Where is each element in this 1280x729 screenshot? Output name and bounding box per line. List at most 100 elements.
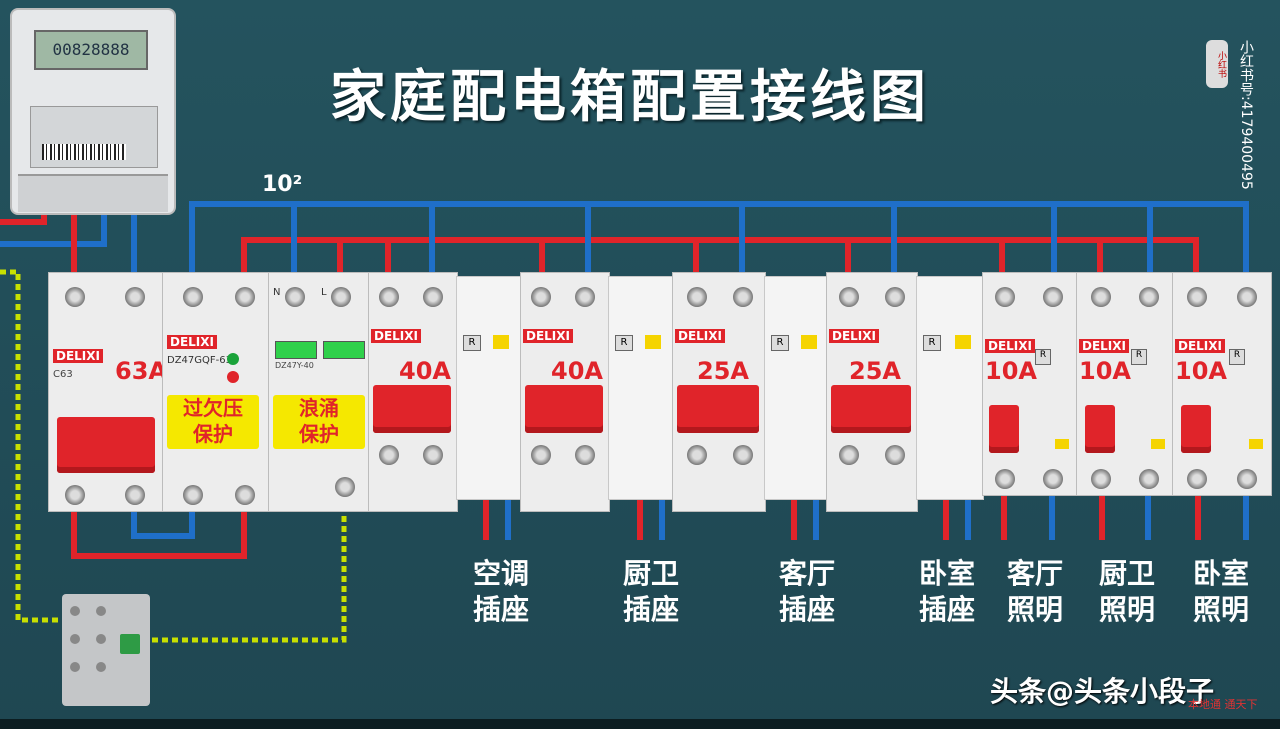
rcd-test-button[interactable]: R xyxy=(615,335,633,351)
meter-barcode xyxy=(42,144,126,160)
terminal xyxy=(839,287,859,307)
terminal-l-label: L xyxy=(321,287,327,298)
rcd-module: R xyxy=(764,276,828,500)
breaker-handle[interactable] xyxy=(677,385,759,433)
rating-label: 10A xyxy=(1079,357,1131,385)
rcd-module: R xyxy=(916,276,984,500)
label-line: 插座 xyxy=(778,593,835,626)
rcd-indicator xyxy=(1151,439,1165,449)
screw xyxy=(70,634,80,644)
circuit-label-aircon: 空调 插座 xyxy=(466,556,536,628)
breaker-40a-kitchen: DELIXI 40A xyxy=(520,272,610,512)
voltage-protector: DELIXI DZ47GQF-63 过欠压 保护 xyxy=(162,272,270,512)
label-line: 客厅 xyxy=(778,557,835,590)
label-line: 厨卫 xyxy=(622,557,679,590)
terminal xyxy=(331,287,351,307)
rcd-test-button[interactable]: R xyxy=(923,335,941,351)
rcd-test-button[interactable]: R xyxy=(1035,349,1051,365)
terminal xyxy=(423,287,443,307)
brand-logo: DELIXI xyxy=(371,329,421,343)
meter-display: 00828888 xyxy=(34,30,148,70)
rcd-indicator xyxy=(493,335,509,349)
terminal xyxy=(687,287,707,307)
rcd-test-button[interactable]: R xyxy=(463,335,481,351)
rcd-indicator xyxy=(955,335,971,349)
rcd-indicator xyxy=(1055,439,1069,449)
terminal xyxy=(531,287,551,307)
label-line: 照明 xyxy=(1006,593,1063,626)
breaker-handle[interactable] xyxy=(373,385,451,433)
breaker-handle[interactable] xyxy=(831,385,911,433)
account-id-text: 小红书号:4179400495 xyxy=(1238,40,1254,190)
breaker-handle[interactable] xyxy=(525,385,603,433)
label-line: 保护 xyxy=(193,422,233,446)
terminal xyxy=(1043,469,1063,489)
circuit-label-bedroom-socket: 卧室 插座 xyxy=(912,556,982,628)
terminal xyxy=(125,287,145,307)
rcd-test-button[interactable]: R xyxy=(1229,349,1245,365)
spd-window xyxy=(275,341,317,359)
circuit-label-living-light: 客厅 照明 xyxy=(1000,556,1070,628)
rcd-module: R xyxy=(608,276,674,500)
terminal xyxy=(1091,469,1111,489)
terminal xyxy=(733,445,753,465)
terminal xyxy=(379,287,399,307)
model-label: C63 xyxy=(53,369,73,380)
label-line: 照明 xyxy=(1098,593,1155,626)
spd-window xyxy=(323,341,365,359)
circuit-label-bedroom-light: 卧室 照明 xyxy=(1186,556,1256,628)
label-line: 插座 xyxy=(918,593,975,626)
label-line: 空调 xyxy=(472,557,529,590)
xiaohongshu-badge: 小红书 xyxy=(1206,40,1228,88)
screw xyxy=(96,634,106,644)
rating-label: 40A xyxy=(551,357,603,385)
rating-label: 25A xyxy=(849,357,901,385)
breaker-handle[interactable] xyxy=(1085,405,1115,453)
electricity-meter: 00828888 xyxy=(10,8,176,215)
rcd-test-button[interactable]: R xyxy=(771,335,789,351)
breaker-10a-kitchen-light: DELIXI R 10A xyxy=(1076,272,1174,496)
bottom-strip xyxy=(0,719,1280,729)
model-label: DZ47GQF-63 xyxy=(167,355,232,366)
terminal xyxy=(995,469,1015,489)
brand-logo: DELIXI xyxy=(985,339,1035,353)
terminal xyxy=(885,287,905,307)
breaker-25a-living: DELIXI 25A xyxy=(672,272,766,512)
brand-logo: DELIXI xyxy=(167,335,217,349)
terminal xyxy=(285,287,305,307)
screw xyxy=(96,662,106,672)
terminal xyxy=(1187,469,1207,489)
surge-protector: N L DZ47Y-40 浪涌 保护 xyxy=(268,272,370,512)
earth-busbar xyxy=(62,594,150,706)
breaker-handle[interactable] xyxy=(57,417,155,473)
rcd-indicator xyxy=(1249,439,1263,449)
breaker-40a-aircon: DELIXI 40A xyxy=(368,272,458,512)
terminal xyxy=(1043,287,1063,307)
terminal xyxy=(183,287,203,307)
earth-wire-spd xyxy=(110,486,347,643)
rcd-test-button[interactable]: R xyxy=(1131,349,1147,365)
terminal xyxy=(575,287,595,307)
breaker-handle[interactable] xyxy=(1181,405,1211,453)
label-line: 厨卫 xyxy=(1098,557,1155,590)
label-line: 插座 xyxy=(622,593,679,626)
earth-terminal xyxy=(335,477,355,497)
breaker-10a-bedroom-light: DELIXI R 10A xyxy=(1172,272,1272,496)
terminal xyxy=(235,287,255,307)
meter-nameplate xyxy=(30,106,158,168)
rating-label: 10A xyxy=(985,357,1037,385)
status-led-red xyxy=(227,371,239,383)
neutral-busline xyxy=(189,201,1249,296)
watermark-small: 本地通 通天下 xyxy=(1188,698,1258,711)
label-line: 卧室 xyxy=(1192,557,1249,590)
rating-label: 25A xyxy=(697,357,749,385)
terminal xyxy=(995,287,1015,307)
surge-protection-label: 浪涌 保护 xyxy=(273,395,365,449)
overvoltage-protection-label: 过欠压 保护 xyxy=(167,395,259,449)
label-line: 过欠压 xyxy=(183,396,243,420)
breaker-handle[interactable] xyxy=(989,405,1019,453)
breaker-10a-living-light: DELIXI R 10A xyxy=(982,272,1078,496)
label-line: 照明 xyxy=(1192,593,1249,626)
terminal xyxy=(575,445,595,465)
label-line: 客厅 xyxy=(1006,557,1063,590)
